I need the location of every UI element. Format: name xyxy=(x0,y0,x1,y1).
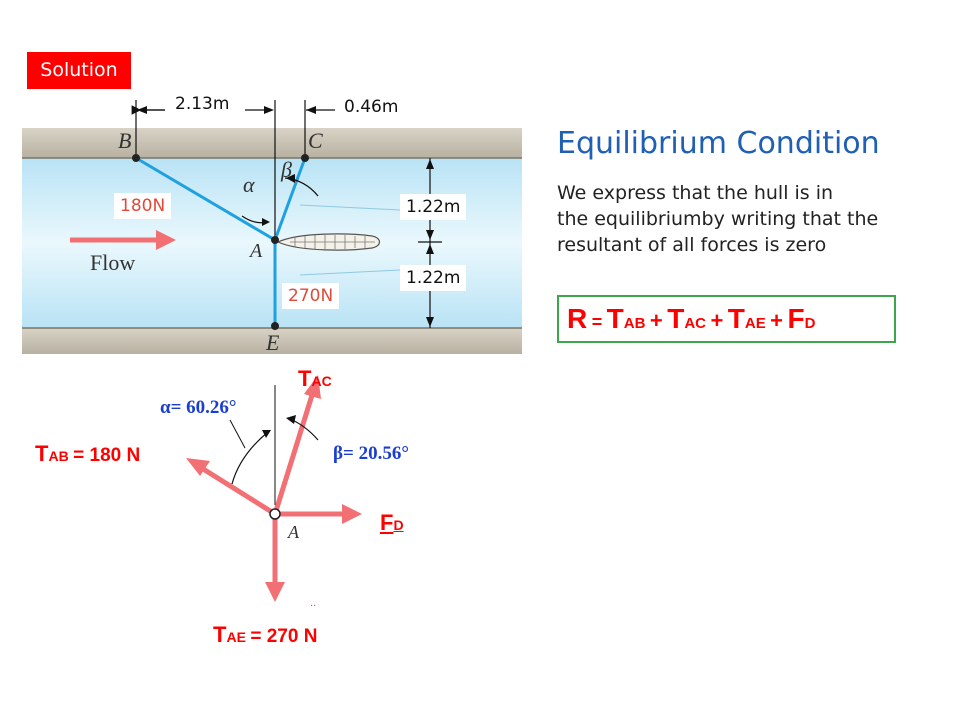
tac-arrow xyxy=(272,391,316,515)
force-ab-tag: 180N xyxy=(114,193,172,219)
alpha-value: α= 60.26° xyxy=(160,397,237,418)
beta-symbol: β xyxy=(281,157,292,182)
dim-top-right: 0.46m xyxy=(344,97,399,117)
stray-mark: .. xyxy=(310,598,317,609)
water xyxy=(22,158,522,328)
description-line-1: We express that the hull is in xyxy=(557,182,834,204)
point-c-label: C xyxy=(308,128,323,153)
section-heading: Equilibrium Condition xyxy=(557,126,880,161)
tab-arrow xyxy=(198,464,277,517)
point-a-label: A xyxy=(250,240,263,262)
fd-label: FD xyxy=(380,510,404,535)
point-b-label: B xyxy=(118,128,132,153)
flow-label: Flow xyxy=(90,250,136,275)
dim-right-upper: 1.22m xyxy=(400,194,467,220)
description: We express that the hull is in the equil… xyxy=(557,180,947,258)
dim-top-left: 2.13m xyxy=(175,94,230,114)
cable-ab xyxy=(135,156,276,242)
tac-label: TAC xyxy=(298,366,332,391)
fbd-point-a: A xyxy=(288,522,299,542)
description-line-2: the equilibriumby writing that the xyxy=(557,208,879,230)
bottom-bank xyxy=(22,328,522,354)
tae-label: TAE = 270 N xyxy=(213,622,318,647)
beta-value: β= 20.56° xyxy=(333,443,409,464)
force-ae-tag: 270N xyxy=(282,283,340,309)
alpha-symbol: α xyxy=(243,172,255,197)
top-bank xyxy=(22,128,522,158)
tab-label: TAB = 180 N xyxy=(35,441,141,466)
solution-label: Solution xyxy=(27,52,131,89)
point-e-label: E xyxy=(266,330,280,355)
cable-ac xyxy=(273,157,307,241)
dim-right-lower: 1.22m xyxy=(400,265,467,291)
equilibrium-equation: R = TAB + TAC + TAE + FD xyxy=(557,295,896,343)
description-line-3: resultant of all forces is zero xyxy=(557,234,827,256)
